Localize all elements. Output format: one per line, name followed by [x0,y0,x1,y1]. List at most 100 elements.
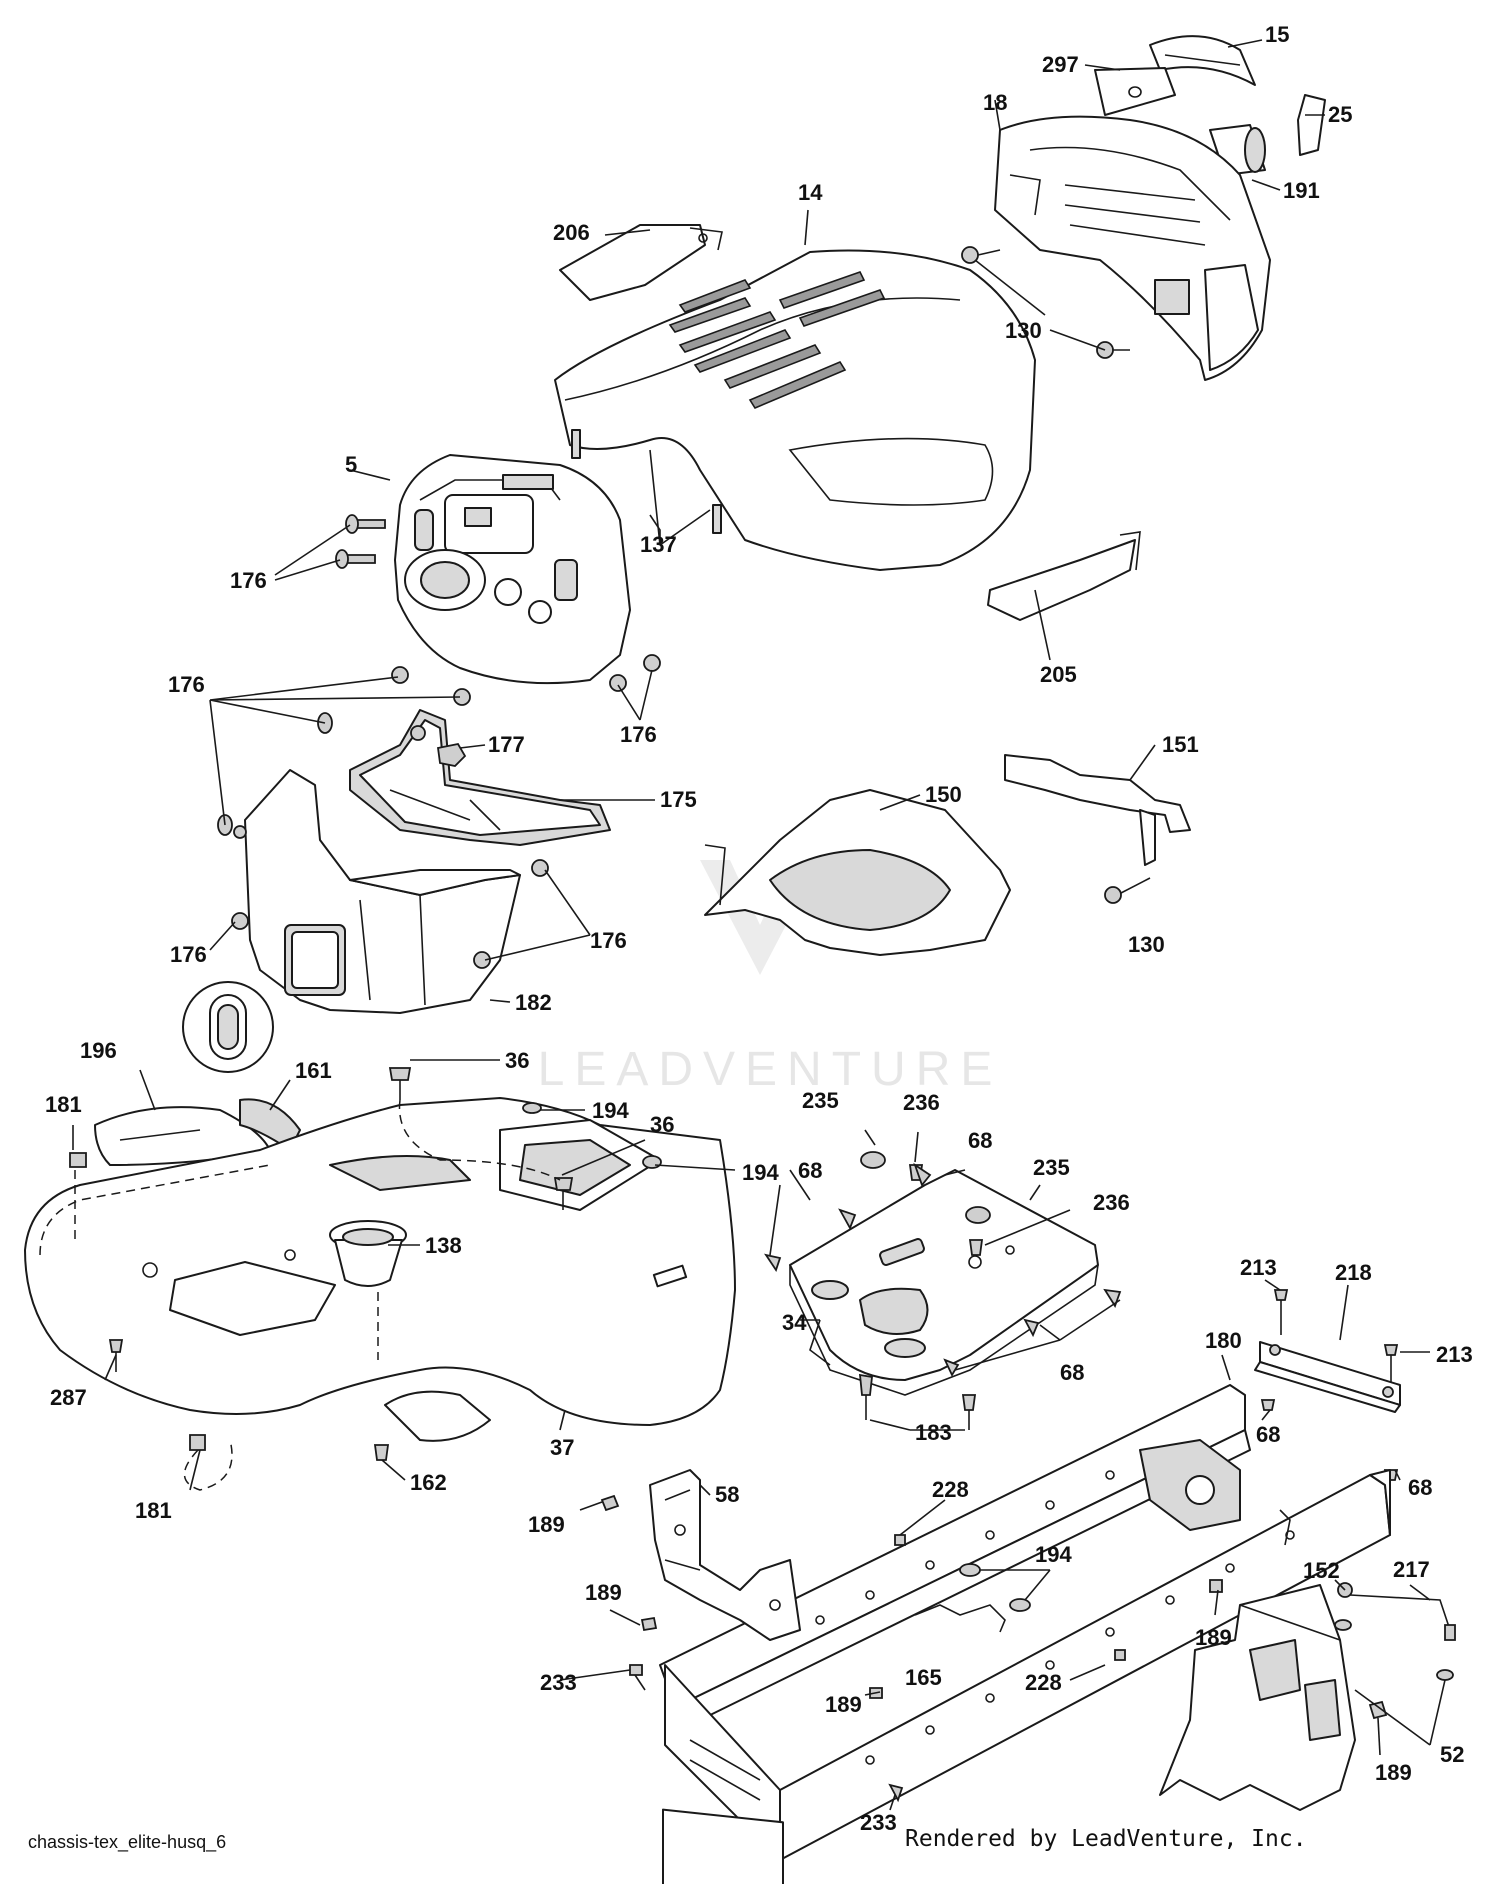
part-14-hood[interactable] [554,249,1036,571]
dashed-paths-footpan [74,1099,561,1491]
callout-68-e[interactable]: 68 [1408,1475,1432,1500]
part-18-grille-housing[interactable] [994,115,1271,381]
callout-181-a[interactable]: 181 [45,1092,82,1117]
callout-236-b[interactable]: 236 [1093,1190,1130,1215]
callout-194-c[interactable]: 194 [1035,1542,1072,1567]
callout-287[interactable]: 287 [50,1385,87,1410]
callout-175[interactable]: 175 [660,787,697,812]
callout-162[interactable]: 162 [410,1470,447,1495]
leader-lines [72,39,1446,1811]
callout-15[interactable]: 15 [1265,22,1289,47]
callout-189-c[interactable]: 189 [1195,1625,1232,1650]
callout-68-a[interactable]: 68 [968,1128,992,1153]
callout-176-c[interactable]: 176 [168,672,205,697]
callout-138[interactable]: 138 [425,1233,462,1258]
fasteners-36-194 [69,1067,662,1461]
callout-130-upper[interactable]: 130 [1005,318,1042,343]
callout-137[interactable]: 137 [640,532,677,557]
diagram-id-caption: chassis-tex_elite-husq_6 [28,1832,227,1852]
callout-194-a[interactable]: 194 [592,1098,629,1123]
part-177-nut[interactable] [436,742,467,767]
callout-228-b[interactable]: 228 [1025,1670,1062,1695]
watermark-text: LEADVENTURE [538,1043,1003,1096]
part-152-guard[interactable] [1159,1584,1356,1811]
callout-228-a[interactable]: 228 [932,1477,969,1502]
part-175-bracket[interactable] [349,709,611,846]
callout-196[interactable]: 196 [80,1038,117,1063]
callout-5[interactable]: 5 [345,452,357,477]
callout-235-a[interactable]: 235 [802,1088,839,1113]
callout-176-e[interactable]: 176 [590,928,627,953]
callout-180[interactable]: 180 [1205,1328,1242,1353]
callout-189-e[interactable]: 189 [1375,1760,1412,1785]
fasteners-213-68 [1260,1289,1399,1481]
part-150-baffle[interactable] [704,789,1011,956]
callout-58[interactable]: 58 [715,1482,739,1507]
fastener-130-lower [1104,877,1151,904]
hood-vents [668,271,886,410]
callout-14[interactable]: 14 [798,180,823,205]
part-5-dash-console[interactable] [394,454,631,685]
callout-25[interactable]: 25 [1328,102,1352,127]
part-34-plate[interactable] [789,1169,1099,1396]
callout-68-c[interactable]: 68 [1060,1360,1084,1385]
callout-206[interactable]: 206 [553,220,590,245]
callout-68-d[interactable]: 68 [1256,1422,1280,1447]
callout-36-b[interactable]: 36 [650,1112,674,1137]
callout-151[interactable]: 151 [1162,732,1199,757]
callout-236-a[interactable]: 236 [903,1090,940,1115]
part-205-panel[interactable] [987,531,1141,621]
callout-150[interactable]: 150 [925,782,962,807]
callout-176-a[interactable]: 176 [230,568,267,593]
part-58-bracket[interactable] [649,1469,801,1641]
callout-233-b[interactable]: 233 [860,1810,897,1835]
callout-68-b[interactable]: 68 [798,1158,822,1183]
frame-holes [815,1470,1295,1765]
part-151-bracket[interactable] [1004,754,1191,866]
callout-161[interactable]: 161 [295,1058,332,1083]
rendered-by-caption: Rendered by LeadVenture, Inc. [905,1826,1307,1852]
callout-130-lower[interactable]: 130 [1128,932,1165,957]
callout-217[interactable]: 217 [1393,1557,1430,1582]
callout-52[interactable]: 52 [1440,1742,1464,1767]
callout-191[interactable]: 191 [1283,178,1320,203]
callout-205[interactable]: 205 [1040,662,1077,687]
part-297-block[interactable] [1094,67,1176,116]
callout-37[interactable]: 37 [550,1435,574,1460]
part-180-frame[interactable] [659,1384,1391,1884]
part-191-block[interactable] [1209,124,1266,176]
callout-189-d[interactable]: 189 [825,1692,862,1717]
part-138-boot[interactable] [329,1220,407,1287]
callout-176-d[interactable]: 176 [170,942,207,967]
callout-218[interactable]: 218 [1335,1260,1372,1285]
callout-235-b[interactable]: 235 [1033,1155,1070,1180]
callout-34[interactable]: 34 [782,1310,807,1335]
callout-36-a[interactable]: 36 [505,1048,529,1073]
callout-213-a[interactable]: 213 [1240,1255,1277,1280]
callout-297[interactable]: 297 [1042,52,1079,77]
callout-165[interactable]: 165 [905,1665,942,1690]
part-161-bezel[interactable] [182,981,301,1151]
fasteners-plate [764,1151,1122,1430]
callout-213-b[interactable]: 213 [1436,1342,1473,1367]
callout-18[interactable]: 18 [983,90,1007,115]
part-15-cap[interactable] [1149,35,1256,86]
callout-189-a[interactable]: 189 [528,1512,565,1537]
part-217-rod[interactable] [1337,1582,1451,1631]
part-165-rod[interactable] [914,1604,1006,1633]
callout-181-b[interactable]: 181 [135,1498,172,1523]
callout-189-b[interactable]: 189 [585,1580,622,1605]
part-218-bracket[interactable] [1254,1341,1401,1413]
part-25-clip[interactable] [1297,94,1326,156]
part-206-panel[interactable] [559,224,723,301]
callout-182[interactable]: 182 [515,990,552,1015]
callout-152[interactable]: 152 [1303,1558,1340,1583]
fasteners-176-lower [217,712,549,969]
callout-176-b[interactable]: 176 [620,722,657,747]
callout-194-b[interactable]: 194 [742,1160,779,1185]
callout-233-a[interactable]: 233 [540,1670,577,1695]
callout-183[interactable]: 183 [915,1420,952,1445]
part-182-lower-panel[interactable] [233,769,521,1014]
callout-177[interactable]: 177 [488,732,525,757]
